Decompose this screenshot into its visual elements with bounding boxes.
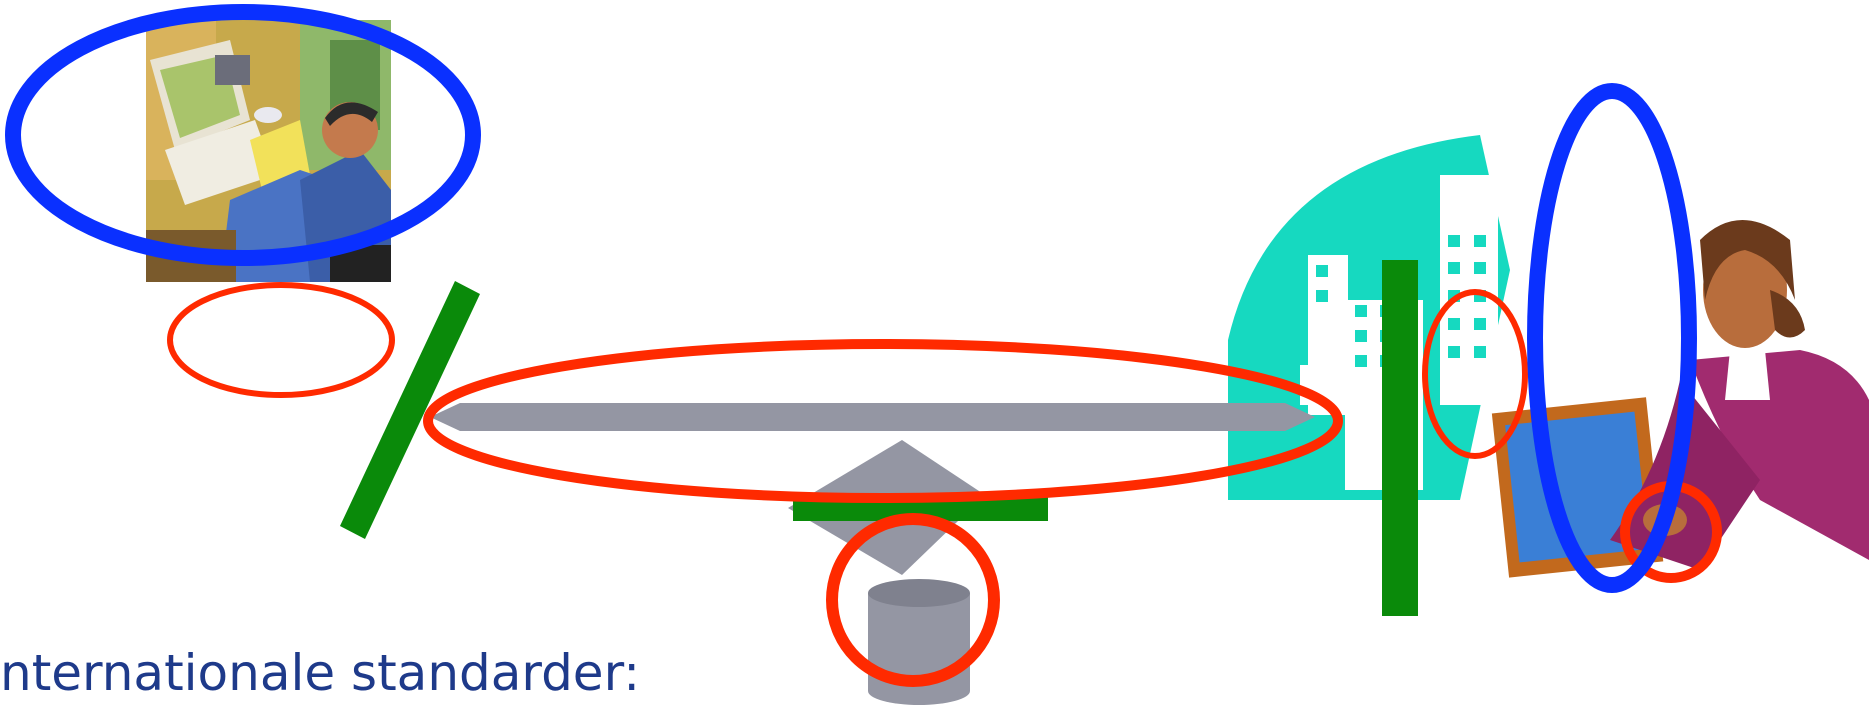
red-ring-small-left [167, 282, 395, 398]
green-bars [340, 260, 1418, 616]
red-ring-building [1422, 289, 1528, 459]
red-ring-backbone [423, 339, 1343, 503]
red-ring-database [826, 513, 1000, 687]
caption-text: nternationale standarder: [0, 644, 641, 702]
green-bar-vertical [1382, 260, 1418, 616]
blue-rings [5, 4, 1697, 593]
green-bar-diagonal [340, 281, 480, 539]
database-cylinder-icon [868, 579, 970, 607]
blue-ring-operator [1527, 83, 1697, 593]
office-building-clipart-icon [1228, 135, 1510, 500]
blue-ring-office-worker [5, 4, 481, 266]
network-backbone-bar [430, 403, 1315, 431]
